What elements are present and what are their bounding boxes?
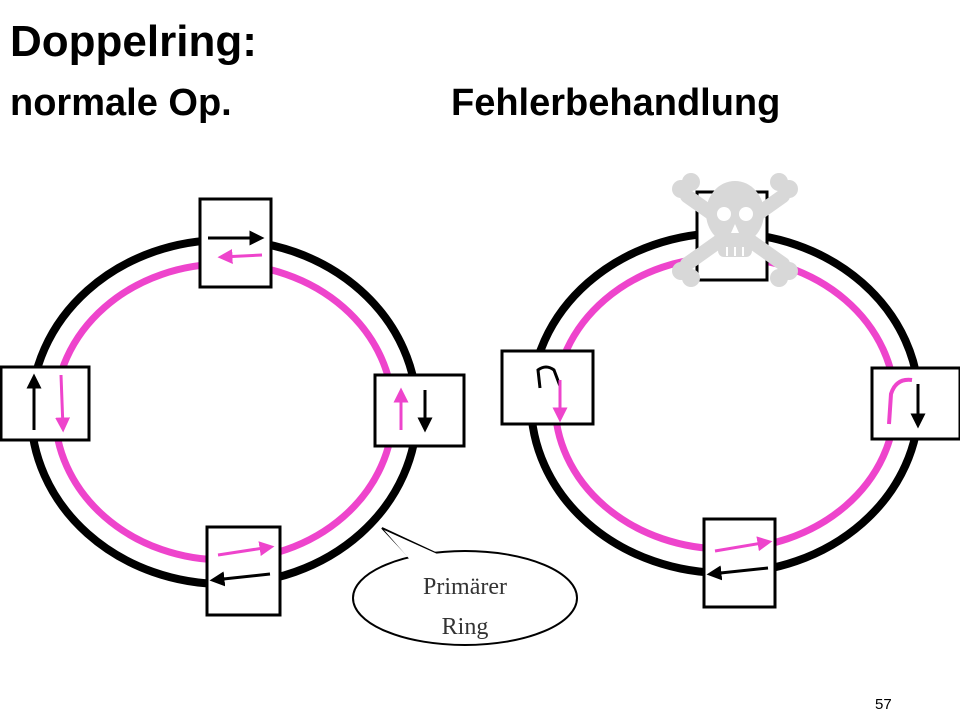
primary-ring-callout: Primärer Ring xyxy=(352,527,578,646)
callout-label-line1: Primärer xyxy=(423,574,507,600)
page-number: 57 xyxy=(875,696,892,713)
normal-operation-ring xyxy=(0,197,466,617)
station-right-loopback xyxy=(870,366,960,441)
subtitle-normal-operation: normale Op. xyxy=(10,82,232,124)
primary-ring-left xyxy=(51,260,397,564)
error-handling-ring xyxy=(500,173,960,609)
station-left xyxy=(0,365,91,442)
station-bottom-left xyxy=(205,525,282,617)
skull-and-crossbones-icon xyxy=(672,173,798,287)
station-right-left xyxy=(373,373,466,448)
primary-ring-right xyxy=(551,253,899,553)
station-left-loopback xyxy=(500,349,595,426)
callout-label-line2: Ring xyxy=(442,614,489,640)
station-top-left xyxy=(198,197,273,289)
station-bottom-right xyxy=(702,517,777,609)
subtitle-error-handling: Fehlerbehandlung xyxy=(451,82,781,124)
slide-title: Doppelring: xyxy=(10,17,257,66)
